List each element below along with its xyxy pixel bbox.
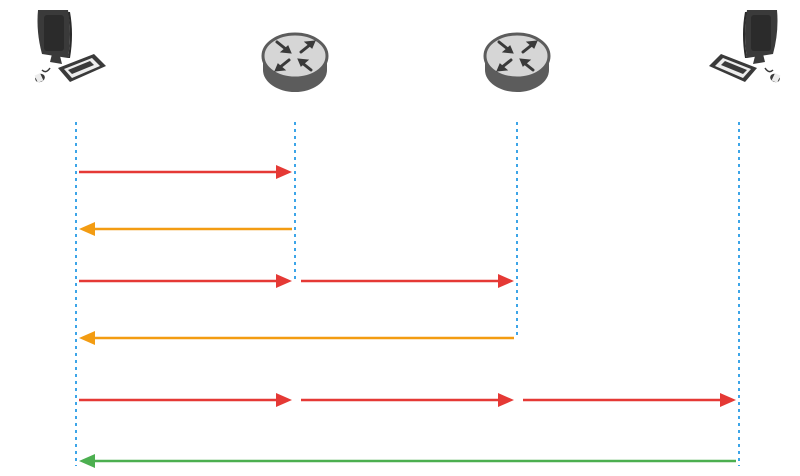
message-arrow-1 <box>79 222 292 236</box>
message-arrow-0 <box>79 165 292 179</box>
message-arrow-2 <box>79 274 514 288</box>
router-icon-1 <box>261 32 329 94</box>
router-icon-2 <box>483 32 551 94</box>
desktop-computer-icon-3 <box>708 9 782 85</box>
message-arrow-3 <box>79 331 514 345</box>
desktop-computer-icon-0 <box>33 9 107 85</box>
message-arrow-5 <box>79 454 736 468</box>
message-arrow-4 <box>79 393 736 407</box>
